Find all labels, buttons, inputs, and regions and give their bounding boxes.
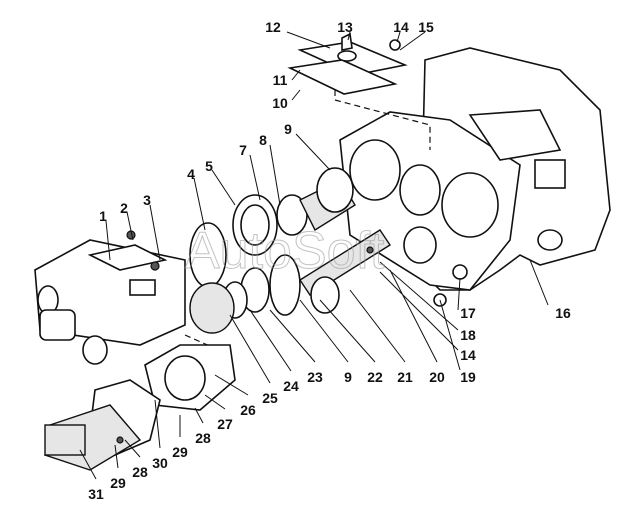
- label-19: 19: [460, 369, 476, 385]
- watermark: AutoSoft: [185, 222, 385, 280]
- label-7: 7: [239, 142, 247, 158]
- label-23: 23: [307, 369, 323, 385]
- label-14b: 14: [460, 347, 476, 363]
- label-3: 3: [143, 192, 151, 208]
- label-9b: 9: [344, 369, 352, 385]
- label-5: 5: [205, 158, 213, 174]
- pump-body: [34, 230, 186, 365]
- label-10: 10: [272, 95, 288, 111]
- label-2: 2: [120, 200, 128, 216]
- label-31: 31: [88, 486, 104, 502]
- label-28b: 28: [132, 464, 148, 480]
- label-1: 1: [99, 208, 107, 224]
- label-29b: 29: [110, 475, 126, 491]
- label-8: 8: [259, 132, 267, 148]
- label-9: 9: [284, 121, 292, 137]
- label-27: 27: [217, 416, 233, 432]
- label-29: 29: [172, 444, 188, 460]
- shaft-components: [189, 167, 391, 334]
- flange-motor: [44, 334, 236, 471]
- label-30: 30: [152, 455, 168, 471]
- label-24: 24: [283, 378, 299, 394]
- leader-lines: [79, 31, 549, 480]
- cover-plate: [287, 32, 431, 150]
- label-22: 22: [367, 369, 383, 385]
- label-18: 18: [460, 327, 476, 343]
- label-15: 15: [418, 19, 434, 35]
- label-25: 25: [262, 390, 278, 406]
- part-labels: 12 13 14 15 11 10 9 8 7 5 4 3 2 1 16 17 …: [88, 19, 571, 502]
- label-16: 16: [555, 305, 571, 321]
- label-28: 28: [195, 430, 211, 446]
- label-17: 17: [460, 305, 476, 321]
- label-13: 13: [337, 19, 353, 35]
- label-4: 4: [187, 166, 195, 182]
- label-11: 11: [273, 72, 288, 88]
- label-12: 12: [265, 19, 281, 35]
- label-21: 21: [397, 369, 413, 385]
- label-20: 20: [429, 369, 445, 385]
- label-26: 26: [240, 402, 256, 418]
- label-14: 14: [393, 19, 409, 35]
